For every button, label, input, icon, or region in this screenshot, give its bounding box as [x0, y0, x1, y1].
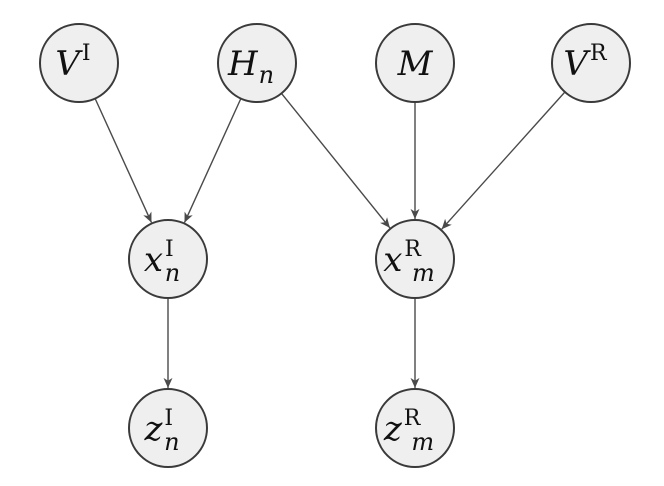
- node-label-base: x: [144, 240, 163, 280]
- node-label-superscript: R: [404, 237, 422, 262]
- node-VI: VI: [39, 23, 119, 103]
- edge-Hn-to-xmR: [280, 92, 391, 229]
- node-Hn: Hn: [217, 23, 297, 103]
- node-label-base: H: [227, 44, 259, 84]
- node-circle: [551, 23, 631, 103]
- node-label-base: V: [55, 44, 83, 84]
- node-label-subscript: m: [411, 428, 434, 456]
- node-label-subscript: n: [164, 428, 179, 456]
- node-label-superscript: I: [165, 237, 174, 262]
- node-circle: [128, 388, 208, 468]
- node-circle: [217, 23, 297, 103]
- node-label-base: z: [143, 409, 163, 449]
- node-label-base: M: [397, 44, 434, 84]
- node-label-base: x: [383, 240, 402, 280]
- node-label-superscript: R: [590, 41, 608, 66]
- node-label: M: [397, 44, 434, 84]
- node-label: VR: [563, 41, 608, 84]
- node-circle: [375, 219, 455, 299]
- node-label-superscript: R: [404, 406, 422, 431]
- edge-VI-to-xnI: [94, 98, 153, 223]
- node-label-superscript: I: [82, 41, 91, 66]
- edges: [94, 91, 566, 388]
- node-label-superscript: I: [164, 406, 173, 431]
- node-circle: [375, 388, 455, 468]
- node-circle: [375, 23, 455, 103]
- edge-Hn-to-xnI: [183, 98, 242, 223]
- node-label-subscript: n: [259, 61, 274, 89]
- node-VR: VR: [551, 23, 631, 103]
- edge-VR-to-xmR: [441, 91, 566, 230]
- node-label-subscript: m: [412, 259, 435, 287]
- node-label: Hn: [227, 44, 274, 89]
- node-M: M: [375, 23, 455, 103]
- node-circle: [39, 23, 119, 103]
- node-label: VI: [55, 41, 90, 84]
- node-label-base: z: [383, 409, 403, 449]
- node-label-base: V: [563, 44, 591, 84]
- node-circle: [128, 219, 208, 299]
- node-label-subscript: n: [165, 259, 180, 287]
